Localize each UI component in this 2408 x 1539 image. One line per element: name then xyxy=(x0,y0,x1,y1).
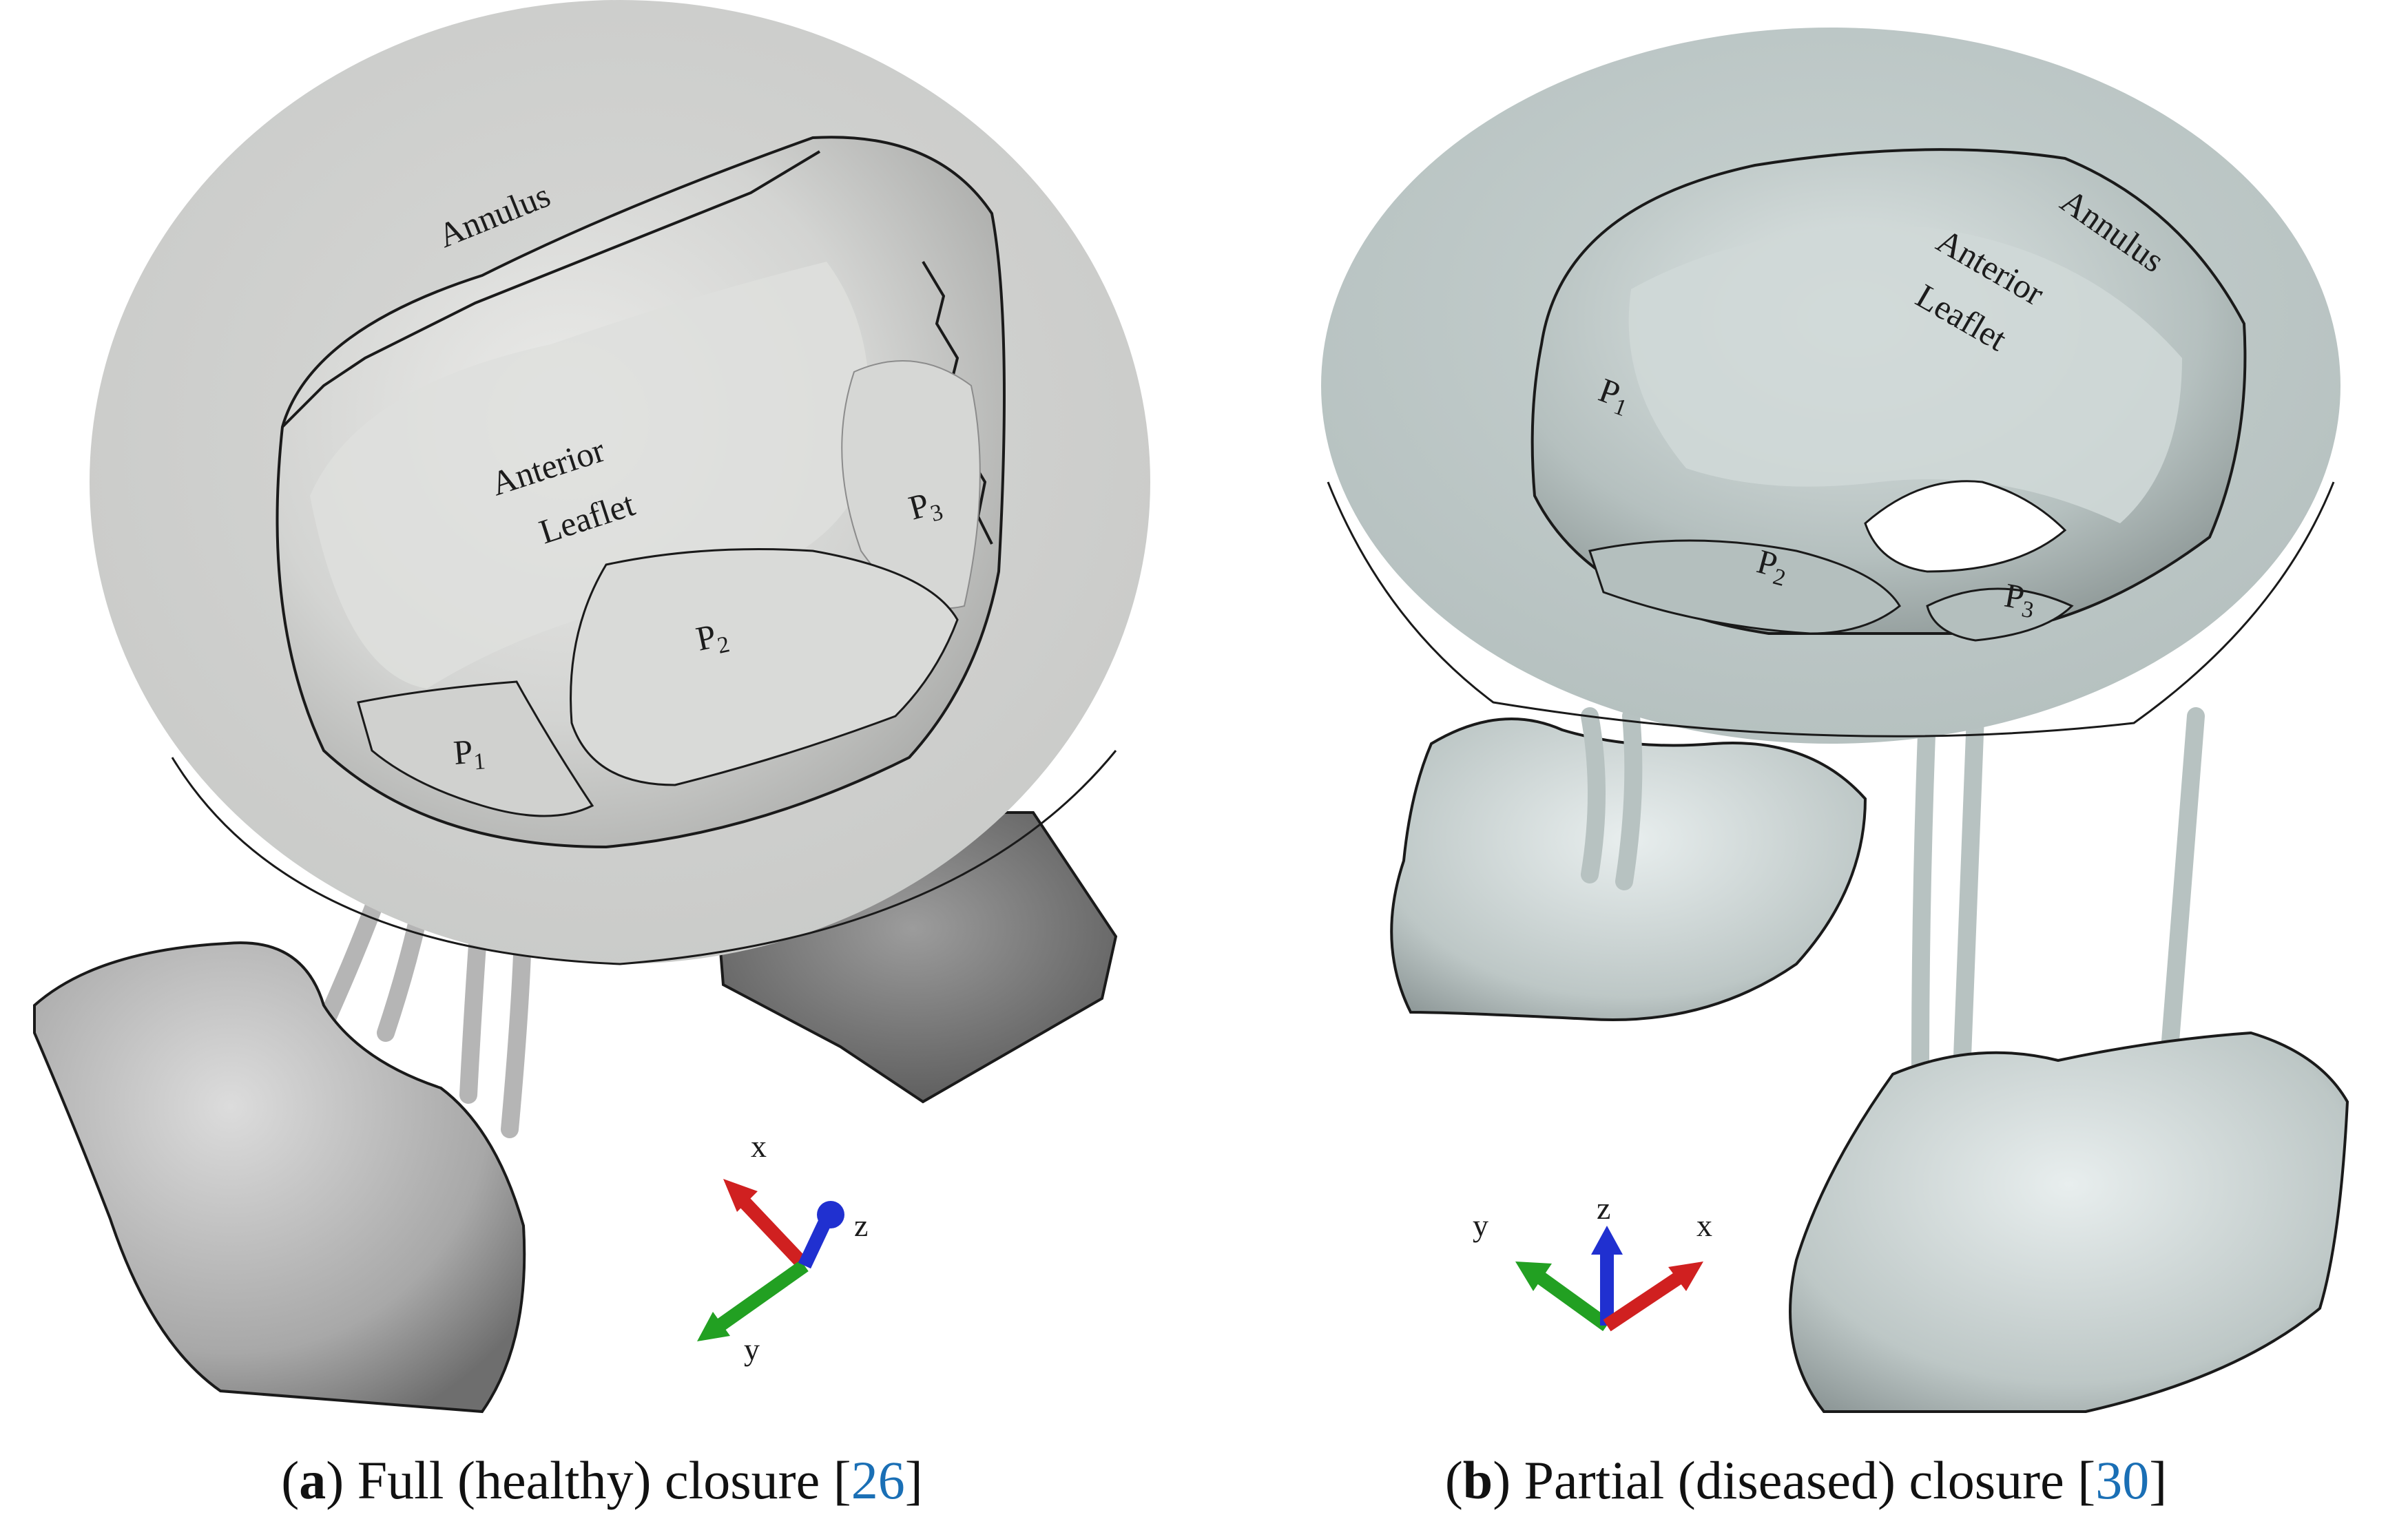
leaflet-p2 xyxy=(570,548,959,786)
y-axis-arrow xyxy=(716,1259,809,1332)
x-axis-arrow xyxy=(738,1197,810,1270)
caption-a: (a) Full (healthy) closure [26] xyxy=(281,1450,923,1510)
citation-link[interactable]: 26 xyxy=(851,1450,905,1510)
leaflet-p3 xyxy=(1926,587,2074,642)
x-axis-arrow xyxy=(1603,1271,1683,1332)
coaptation-gap xyxy=(1864,480,2067,573)
p1-label: P1 xyxy=(452,731,486,777)
z-axis-label: z xyxy=(1597,1191,1610,1226)
z-axis-label: z xyxy=(854,1208,868,1243)
papillary-muscle-right xyxy=(1789,1031,2349,1413)
chordae-tendineae xyxy=(1581,707,2205,1083)
anterior-leaflet xyxy=(1628,227,2182,523)
panel-b-diseased-closure: Annulus Anterior Leaflet P1 P2 P3 y z x xyxy=(1204,0,2408,1539)
x-axis-label: x xyxy=(1696,1208,1712,1243)
leaflet-p2 xyxy=(1588,539,1901,635)
y-axis-label: y xyxy=(744,1332,760,1367)
panel-a-healthy-closure: Annulus Anterior Leaflet P3 P2 P1 x z y xyxy=(33,0,1150,1510)
axes-triad: x z y xyxy=(697,1129,868,1367)
healthy-valve-figure: Annulus Anterior Leaflet P3 P2 P1 x z y xyxy=(33,0,1150,1414)
y-axis-arrow xyxy=(1536,1271,1611,1332)
papillary-muscle-anterior xyxy=(33,941,526,1414)
axes-triad: y z x xyxy=(1473,1191,1712,1332)
leaflet-p1 xyxy=(357,680,594,817)
annulus-inner-edge xyxy=(281,150,821,428)
caption-b: (b) Partial (diseased) closure [30] xyxy=(1444,1450,2168,1510)
y-axis-label: y xyxy=(1473,1208,1488,1243)
citation-link[interactable]: 30 xyxy=(2095,1450,2150,1510)
x-axis-label: x xyxy=(751,1129,767,1164)
leaflet-p3 xyxy=(841,360,981,609)
diseased-valve-figure: Annulus Anterior Leaflet P1 P2 P3 y z x xyxy=(1321,28,2349,1413)
z-axis-arrow xyxy=(798,1215,833,1269)
